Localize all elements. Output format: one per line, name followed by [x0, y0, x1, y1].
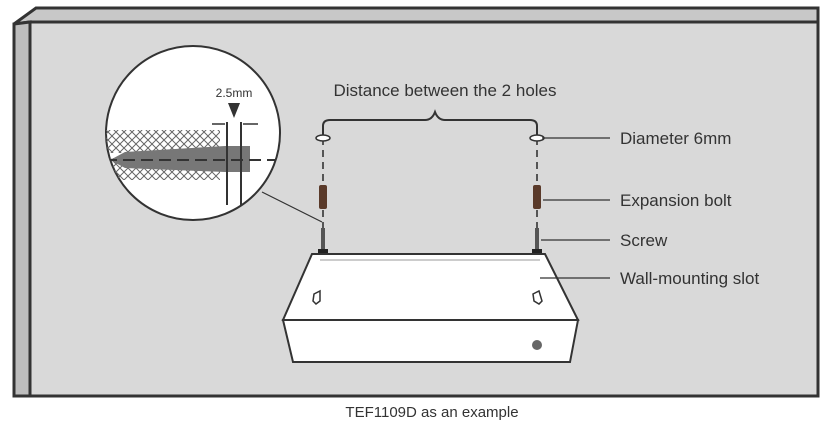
- expansion-bolt-icon: [533, 185, 541, 209]
- screw-icon: [535, 228, 539, 250]
- callout-wall-mounting-slot: Wall-mounting slot: [620, 269, 759, 288]
- distance-bracket: [322, 109, 538, 138]
- callout-screw: Screw: [620, 231, 668, 250]
- hole-icon: [529, 134, 545, 142]
- screw-icon: [321, 228, 325, 250]
- inset-dimension-label: 2.5mm: [216, 86, 253, 100]
- inset-detail: 2.5mm: [105, 45, 323, 223]
- distance-label: Distance between the 2 holes: [333, 81, 556, 100]
- expansion-bolt-icon: [319, 185, 327, 209]
- hole-icon: [315, 134, 331, 142]
- device-box: [281, 253, 580, 363]
- callout-diameter: Diameter 6mm: [620, 129, 731, 148]
- caption: TEF1109D as an example: [345, 404, 518, 421]
- power-port-icon: [532, 340, 542, 350]
- callouts: Diameter 6mm Expansion bolt Screw Wall-m…: [540, 129, 759, 288]
- dimension-arrow-icon: [228, 103, 240, 118]
- callout-expansion-bolt: Expansion bolt: [620, 191, 732, 210]
